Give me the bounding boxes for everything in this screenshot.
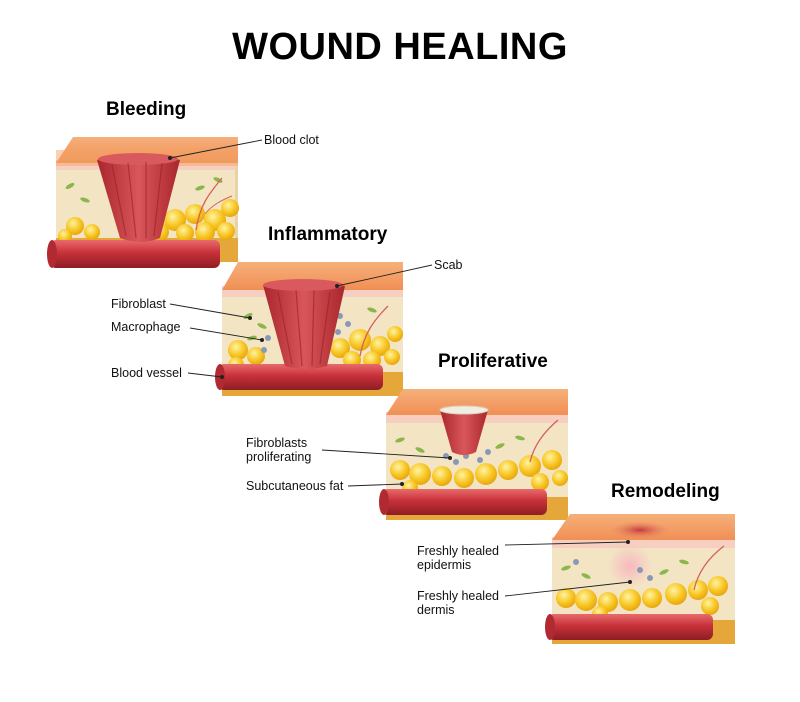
label-fibroblasts-proliferating-line2: proliferating [246,450,312,464]
remodeling-block [545,514,735,644]
label-blood-vessel: Blood vessel [111,366,182,380]
blood-vessel [218,364,383,390]
blood-vessel [382,489,547,515]
page-title: WOUND HEALING [232,26,568,68]
label-macrophage: Macrophage [111,320,181,334]
label-scab: Scab [434,258,463,272]
fat-lobules [390,450,568,496]
blood-vessel [548,614,713,640]
leader-dots [168,156,632,584]
label-blood-clot: Blood clot [264,133,319,147]
leader-lines [169,139,631,597]
blood-vessel [50,240,220,268]
scab [263,281,345,369]
fat-lobules [556,576,728,622]
label-fibroblast: Fibroblast [111,297,166,311]
label-freshly-healed-epidermis-line2: epidermis [417,558,472,572]
proliferative-block [379,389,568,520]
label-subcutaneous-fat: Subcutaneous fat [246,479,344,493]
label-freshly-healed-dermis-line2: dermis [417,603,455,617]
inflammatory-block [215,262,403,396]
label-freshly-healed-epidermis-line1: Freshly healed [417,544,499,558]
stage-title-proliferative: Proliferative [438,351,548,372]
fat-lobules [58,199,239,243]
bleeding-block [47,137,239,268]
stage-title-remodeling: Remodeling [611,481,720,502]
label-freshly-healed-dermis-line1: Freshly healed [417,589,499,603]
stage-title-bleeding: Bleeding [106,99,187,120]
label-fibroblasts-proliferating-line1: Fibroblasts [246,436,308,450]
blood-clot [97,155,180,242]
stage-title-inflammatory: Inflammatory [268,224,388,245]
